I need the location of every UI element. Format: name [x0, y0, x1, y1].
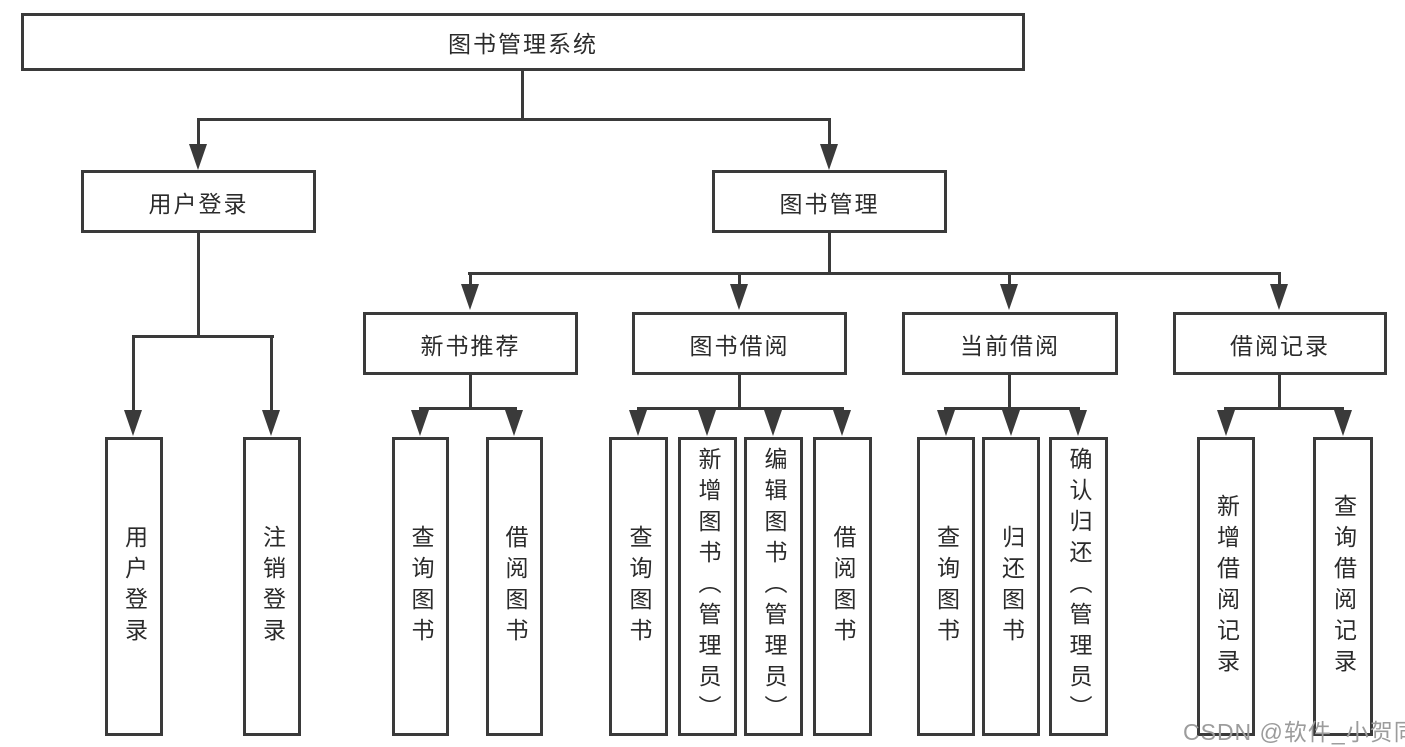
connector-drop	[738, 272, 741, 286]
csdn-watermark: CSDN @软件_小贺同学	[1183, 719, 1405, 745]
arrowhead	[1000, 284, 1018, 310]
connector-user-login-bar	[132, 335, 274, 338]
connector-drop	[132, 335, 135, 412]
leaf-query-books: 查询图书	[917, 437, 975, 736]
leaf-query-books: 查询图书	[609, 437, 668, 736]
node-book-management: 图书管理	[712, 170, 947, 233]
arrowhead	[1334, 410, 1352, 436]
arrowhead	[1270, 284, 1288, 310]
arrowhead	[461, 284, 479, 310]
node-new-book-recommendation: 新书推荐	[363, 312, 578, 375]
connector-book-mgmt-stem	[828, 233, 831, 272]
arrowhead	[505, 410, 523, 436]
connector-bar	[1224, 407, 1344, 410]
connector-drop	[270, 335, 273, 412]
arrowhead	[730, 284, 748, 310]
leaf-edit-books-admin: 编辑图书（管理员）	[744, 437, 803, 736]
connector-root-bar	[197, 118, 831, 121]
connector-drop	[1278, 272, 1281, 286]
node-current-borrowing: 当前借阅	[902, 312, 1118, 375]
connector-stem	[738, 375, 741, 407]
leaf-confirm-return-admin: 确认归还（管理员）	[1049, 437, 1108, 736]
node-user-login: 用户登录	[81, 170, 316, 233]
connector-stem	[1278, 375, 1281, 407]
arrowhead	[764, 410, 782, 436]
leaf-logout: 注销登录	[243, 437, 301, 736]
node-book-borrowing: 图书借阅	[632, 312, 847, 375]
arrowhead	[411, 410, 429, 436]
connector-bar	[944, 407, 1080, 410]
connector-bar	[637, 407, 844, 410]
arrowhead	[262, 410, 280, 436]
connector-stem	[469, 375, 472, 407]
connector-drop	[1008, 272, 1011, 286]
arrowhead	[1069, 410, 1087, 436]
leaf-user-login: 用户登录	[105, 437, 163, 736]
leaf-return-books: 归还图书	[982, 437, 1040, 736]
arrowhead	[189, 144, 207, 170]
arrowhead	[833, 410, 851, 436]
arrowhead	[937, 410, 955, 436]
leaf-add-borrow-record: 新增借阅记录	[1197, 437, 1255, 736]
connector-bar	[419, 407, 517, 410]
arrowhead	[698, 410, 716, 436]
connector-root-stem	[521, 71, 524, 118]
arrowhead	[124, 410, 142, 436]
leaf-query-books: 查询图书	[392, 437, 449, 736]
arrowhead	[1002, 410, 1020, 436]
leaf-add-books-admin: 新增图书（管理员）	[678, 437, 737, 736]
arrowhead	[629, 410, 647, 436]
node-library-system: 图书管理系统	[21, 13, 1025, 71]
arrowhead	[1217, 410, 1235, 436]
leaf-query-borrow-record: 查询借阅记录	[1313, 437, 1373, 736]
connector-stem	[1008, 375, 1011, 407]
connector-user-login-drop	[197, 118, 200, 146]
arrowhead	[820, 144, 838, 170]
connector-book-mgmt-drop	[828, 118, 831, 146]
leaf-borrow-books: 借阅图书	[486, 437, 543, 736]
connector-drop	[469, 272, 472, 286]
connector-book-mgmt-bar	[468, 272, 1281, 275]
connector-user-login-stem	[197, 233, 200, 335]
node-borrowing-records: 借阅记录	[1173, 312, 1387, 375]
leaf-borrow-books: 借阅图书	[813, 437, 872, 736]
